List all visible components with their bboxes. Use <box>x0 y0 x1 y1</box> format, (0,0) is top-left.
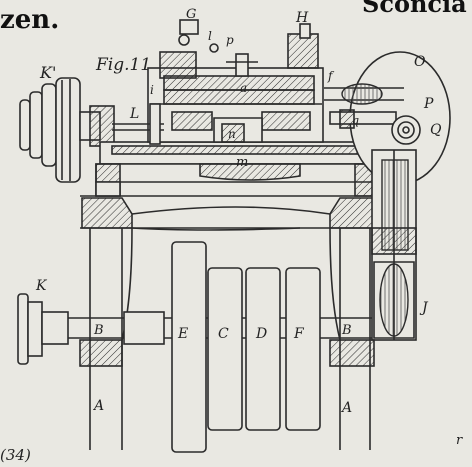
label-p-small: p <box>226 33 234 47</box>
label-b-left: B <box>93 323 104 338</box>
label-p: P <box>423 96 434 112</box>
label-b-right: B <box>341 323 352 338</box>
headstock-bed <box>80 141 382 229</box>
label-c: C <box>218 326 229 342</box>
label-l-small: l <box>208 29 212 43</box>
label-i: i <box>150 83 154 97</box>
label-a: a <box>240 81 247 95</box>
label-n: n <box>228 127 236 141</box>
header-right-fragment: Sconcia <box>362 0 467 18</box>
label-m: m <box>236 155 248 170</box>
label-j: J <box>419 300 429 316</box>
part-labels: K' L G H l p i a f n m q O P Q J K B B E… <box>0 7 463 464</box>
header-left-fragment: zen. <box>0 5 59 35</box>
figure-label: Fig.11. <box>95 55 157 75</box>
label-f-pulley: F <box>293 326 305 342</box>
label-q: Q <box>430 122 442 138</box>
label-a-left: A <box>92 398 104 414</box>
label-r: r <box>456 433 463 448</box>
label-k: K <box>35 278 48 294</box>
label-q-small: q <box>352 114 359 127</box>
main-shaft <box>17 241 372 453</box>
side-column-j <box>371 149 417 341</box>
page-reference: (34) <box>0 446 31 464</box>
label-e: E <box>177 326 188 342</box>
label-f: f <box>327 69 335 83</box>
tool-rod <box>112 103 164 145</box>
label-g: G <box>186 7 196 22</box>
label-a-right: A <box>340 400 352 416</box>
label-d: D <box>255 326 267 342</box>
label-o: O <box>414 54 426 70</box>
label-k1: K' <box>39 63 56 82</box>
frame-legs <box>79 227 375 450</box>
label-h: H <box>295 10 309 26</box>
label-l: L <box>129 106 139 122</box>
carriage-assembly <box>147 19 324 143</box>
